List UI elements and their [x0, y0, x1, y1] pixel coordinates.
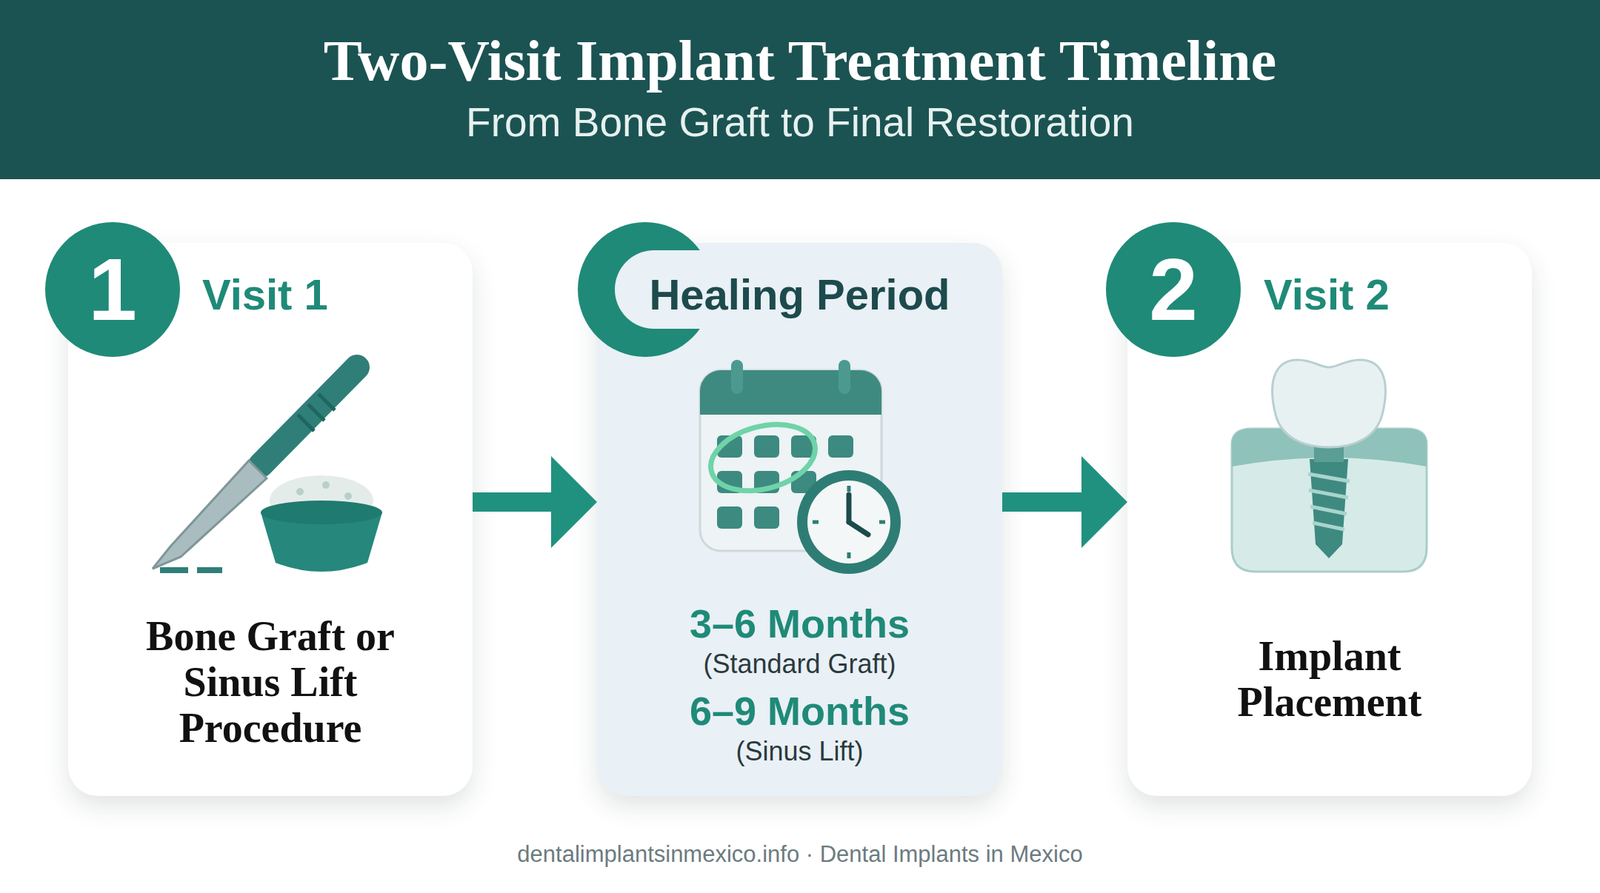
calendar-ring	[838, 360, 851, 395]
calendar-body	[700, 370, 882, 552]
footer-note: dentalimplantsinmexico.info · Dental Imp…	[0, 840, 1600, 870]
number-badge: 2	[1105, 222, 1241, 358]
scalpel-grip	[318, 394, 335, 411]
flow-arrow	[1002, 456, 1128, 549]
calendar-highlight	[703, 414, 823, 502]
flow-arrow	[472, 456, 598, 549]
step-heading: Healing Period	[597, 268, 1003, 321]
calendar-cell	[754, 506, 780, 529]
diagram-subtitle: From Bone Graft to Final Restoration	[0, 97, 1600, 147]
badge-number: 1	[88, 245, 138, 334]
calendar-header	[700, 370, 882, 415]
duration-note: (Sinus Lift)	[597, 735, 1003, 769]
gum-block	[1231, 428, 1427, 572]
step-title: Bone Graft or Sinus Lift Procedure	[100, 613, 441, 752]
screw-thread	[1308, 474, 1350, 482]
duration-value: 3–6 Months	[597, 601, 1003, 646]
clock-hand	[848, 522, 869, 535]
calendar-cell	[754, 435, 780, 458]
diagram-title: Two-Visit Implant Treatment Timeline	[0, 26, 1600, 95]
graft-dot	[296, 488, 304, 496]
clock-hand	[846, 494, 852, 523]
scalpel-grip	[297, 414, 315, 432]
badge-number: 2	[1148, 245, 1198, 334]
clock-tick	[847, 485, 852, 492]
implant-crown	[1272, 360, 1386, 448]
screw-thread	[1312, 522, 1345, 530]
calendar-cell	[828, 435, 854, 458]
step-title: Implant Placement	[1174, 633, 1486, 726]
header-band: Two-Visit Implant Treatment TimelineFrom…	[0, 0, 1600, 180]
duration-note: (Standard Graft)	[597, 648, 1003, 681]
clock-face	[807, 480, 891, 564]
clock-rim	[797, 470, 901, 575]
calendar-ring	[731, 360, 743, 395]
graft-dot	[344, 492, 352, 500]
step-heading: Visit 1	[202, 268, 329, 321]
calendar-cell	[717, 506, 743, 529]
clock-tick	[879, 520, 886, 525]
clock-tick	[847, 552, 852, 559]
graft-dot	[322, 481, 330, 489]
screw-thread	[1308, 490, 1349, 498]
clock-tick	[812, 520, 819, 525]
bowl-rim	[260, 500, 383, 525]
screw-thread	[1310, 506, 1347, 515]
number-badge: 1	[45, 222, 180, 358]
scalpel-grip	[308, 404, 325, 421]
duration-value: 6–9 Months	[597, 688, 1003, 734]
step-heading: Visit 2	[1263, 268, 1390, 321]
